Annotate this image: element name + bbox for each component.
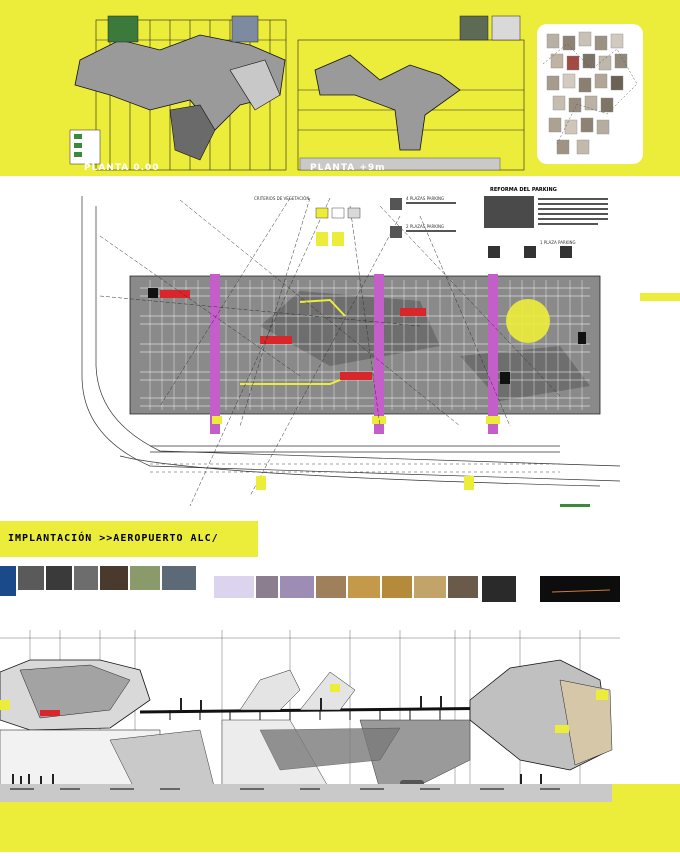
highlight-strip	[160, 290, 190, 298]
photo-thumb	[382, 576, 412, 598]
photo-thumb	[459, 15, 489, 41]
photo-thumb	[414, 576, 446, 598]
pedestrian-crossing	[488, 274, 498, 434]
floor-plans-band: PLANTA 0.00 PLANTA +9m	[0, 0, 680, 176]
photo-thumb	[100, 566, 128, 590]
section-title: IMPLANTACIÓN >>AEROPUERTO ALC/	[8, 533, 219, 544]
vegetation-legend-heading: CRITERIOS DE VEGETACIÓN	[254, 196, 310, 201]
legend-parking-b: 2 PLAZAS PARKING	[406, 224, 445, 229]
yellow-planter	[506, 299, 550, 343]
building-section	[0, 560, 680, 852]
pedestrian-crossing	[210, 274, 220, 434]
yellow-side-tab	[640, 293, 680, 301]
parking-photo	[484, 196, 534, 228]
parking-site-plan: CRITERIOS DE VEGETACIÓN REFORMA DEL PARK…	[0, 176, 680, 516]
left-plan-label: PLANTA 0.00	[84, 163, 160, 173]
pedestrian-crossing	[374, 274, 384, 434]
bottom-band	[0, 784, 680, 852]
parking-reform-heading: REFORMA DEL PARKING	[490, 187, 557, 193]
photo-thumb	[107, 15, 139, 43]
photo-thumb	[280, 576, 314, 598]
photo-thumb	[46, 566, 72, 590]
highlight-strip	[340, 372, 372, 380]
photo-thumb	[448, 576, 478, 598]
photo-thumb	[540, 576, 620, 602]
highlight-strip	[400, 308, 426, 316]
photo-thumb	[256, 576, 278, 598]
floor-plans-drawing	[69, 15, 525, 171]
photo-thumb	[74, 566, 98, 590]
photo-thumb	[18, 566, 44, 590]
photo-thumb	[0, 566, 16, 596]
photo-thumb	[130, 566, 160, 590]
photo-thumb	[348, 576, 380, 598]
photo-thumb	[162, 566, 196, 590]
legend-parking-a: 4 PLAZAS PARKING	[406, 196, 445, 201]
section-drawing	[0, 566, 620, 810]
photo-thumb	[482, 576, 516, 602]
photo-thumb	[231, 15, 259, 43]
photo-thumb	[491, 15, 521, 41]
right-plan-building	[314, 54, 461, 151]
highlight-strip	[260, 336, 292, 344]
photo-collage-card	[537, 24, 643, 164]
photo-thumb	[316, 576, 346, 598]
right-plan-label: PLANTA +9m	[310, 163, 386, 173]
bottom-band-drawing	[0, 784, 612, 802]
parking-plan-drawing	[81, 196, 621, 507]
photo-thumb	[214, 576, 254, 598]
legend-parking-c: 1 PLAZA PARKING	[540, 240, 576, 245]
photo-collage	[542, 31, 638, 155]
section-title-strip	[0, 521, 258, 557]
